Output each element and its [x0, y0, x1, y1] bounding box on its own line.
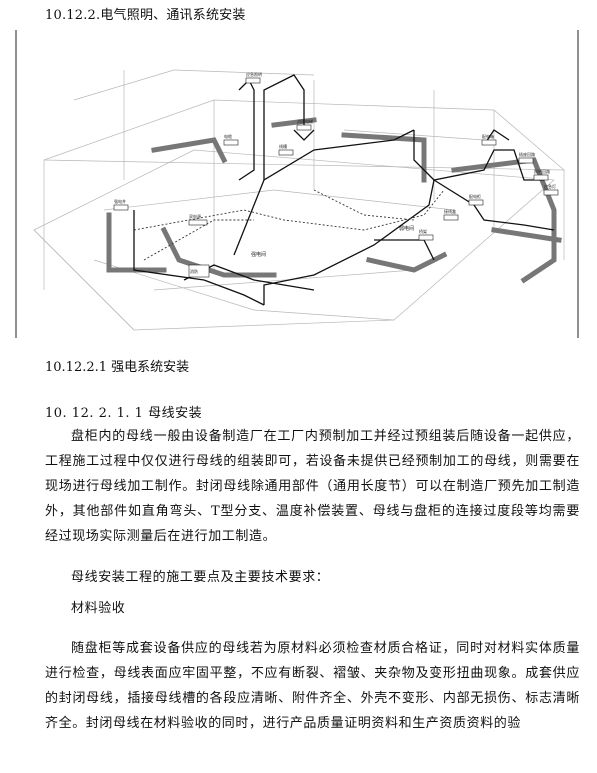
section-heading: 10.12.2.电气照明、通讯系统安装 — [45, 8, 246, 23]
figure-small-label: 配电柜 — [469, 193, 481, 199]
figure-small-label: 应急照明 — [246, 71, 262, 77]
weak-room-label: 弱电间 — [399, 225, 414, 232]
figure-small-label: 双电源 — [189, 213, 201, 219]
figure-small-label: 桥架 — [419, 228, 427, 234]
figure-small-label: 照明回路 — [534, 168, 550, 174]
paragraph-busbar-intro: 盘柜内的母线一般由设备制造厂在工厂内预制加工并经过预组装后随设备一起供应，工程施… — [45, 429, 580, 544]
figure-small-label: 消防 — [190, 268, 198, 274]
subsection-heading: 10.12.2.1 强电系统安装 — [45, 360, 190, 375]
paragraph-material-acceptance: 随盘柜等成套设备供应的母线若为原材料必须检查材质合格证，同时对材料实体质量进行检… — [45, 641, 580, 731]
electrical-layout-drawing: 强电间 弱电间 应急照明 消防电梯 配电箱 插座回路 照明回路 应急灯 双电源 … — [14, 30, 580, 340]
paragraph-key-points: 母线安装工程的施工要点及主要技术要求： — [71, 570, 330, 585]
figure-small-label: 插座回路 — [519, 151, 535, 157]
figure-small-label: 应急灯 — [544, 183, 556, 189]
figure-small-label: 消防电梯 — [297, 118, 313, 124]
strong-room-label: 强电间 — [251, 251, 266, 258]
paragraph-material-acceptance-heading: 材料验收 — [71, 601, 126, 616]
figure-small-label: 电缆 — [224, 133, 232, 139]
subsubsection-heading: 10. 12. 2. 1. 1 母线安装 — [45, 406, 203, 421]
figure-small-label: 强电井 — [114, 198, 126, 204]
figure-small-label: 线槽 — [279, 143, 287, 149]
figure-small-label: 配电箱 — [482, 133, 494, 139]
figure-small-label: 接线盒 — [444, 208, 456, 214]
